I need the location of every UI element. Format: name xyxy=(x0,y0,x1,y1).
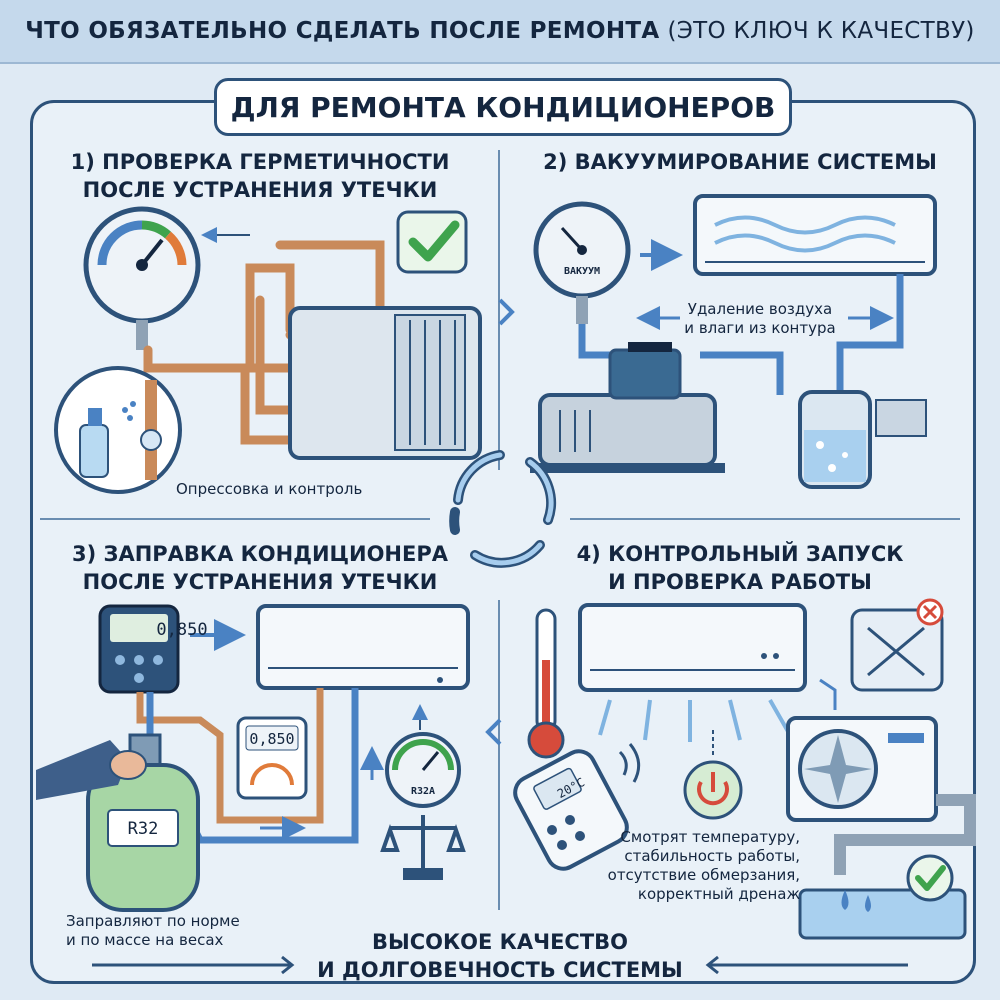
header-title-light: (ЭТО КЛЮЧ К КАЧЕСТВУ) xyxy=(667,18,975,44)
step2-title: 2) ВАКУУМИРОВАНИЕ СИСТЕМЫ xyxy=(520,148,960,176)
vertical-divider-top xyxy=(498,150,500,470)
step1-title: 1) ПРОВЕРКА ГЕРМЕТИЧНОСТИ ПОСЛЕ УСТРАНЕН… xyxy=(50,148,470,204)
step2-caption: Удаление воздуха и влаги из контура xyxy=(640,300,880,338)
outdoor-compressor-icon xyxy=(798,390,927,489)
power-icon xyxy=(683,730,743,820)
r32a-gauge-label: R32A xyxy=(411,786,435,797)
indoor-unit-step4-icon xyxy=(578,603,807,692)
drain-pipe xyxy=(834,794,976,875)
step4-caption-line2: стабильность работы, xyxy=(624,847,800,865)
step3-caption-line1: Заправляют по норме xyxy=(66,912,240,930)
cylinder-label: R32 xyxy=(128,819,159,839)
step3-title-line1: 3) ЗАПРАВКА КОНДИЦИОНЕРА xyxy=(72,542,448,566)
cold-air-flow xyxy=(598,699,792,742)
footer-arrow-right xyxy=(705,955,719,975)
step3-title: 3) ЗАПРАВКА КОНДИЦИОНЕРА ПОСЛЕ УСТРАНЕНИ… xyxy=(50,540,470,596)
cross-icon xyxy=(850,598,944,692)
banner-text: ДЛЯ РЕМОНТА КОНДИЦИОНЕРОВ xyxy=(230,90,776,124)
footer-line1: ВЫСОКОЕ КАЧЕСТВО xyxy=(371,930,629,954)
remote-control-icon xyxy=(513,743,641,871)
header-title-bold: ЧТО ОБЯЗАТЕЛЬНО СДЕЛАТЬ ПОСЛЕ РЕМОНТА xyxy=(25,18,660,44)
manifold-meter-icon xyxy=(98,604,180,694)
step2-caption-line1: Удаление воздуха xyxy=(687,300,833,318)
step3-title-line2: ПОСЛЕ УСТРАНЕНИЯ УТЕЧКИ xyxy=(82,570,438,594)
r32a-gauge-icon xyxy=(385,732,461,808)
footer-arrow-left xyxy=(281,955,295,975)
step2-caption-line2: и влаги из контура xyxy=(684,319,836,337)
divider-arrow-top xyxy=(498,298,515,326)
horizontal-divider-left xyxy=(40,518,430,520)
indoor-unit-step3-icon xyxy=(256,604,470,690)
step4-caption: Смотрят температуру, стабильность работы… xyxy=(560,828,800,904)
step1-title-line1: 1) ПРОВЕРКА ГЕРМЕТИЧНОСТИ xyxy=(70,150,450,174)
step4-title: 4) КОНТРОЛЬНЫЙ ЗАПУСК И ПРОВЕРКА РАБОТЫ xyxy=(540,540,940,596)
manifold-reading: 0,850 xyxy=(156,620,207,640)
step1-caption: Опрессовка и контроль xyxy=(176,480,363,498)
thermometer-icon xyxy=(527,608,565,759)
vacuum-gauge-label: ВАКУУМ xyxy=(564,266,600,277)
step4-caption-line1: Смотрят температуру, xyxy=(620,828,800,846)
compressor-unit-icon xyxy=(288,306,482,460)
vacuum-pump-icon xyxy=(530,342,725,473)
hand-icon xyxy=(36,740,147,800)
step2-title-line1: 2) ВАКУУМИРОВАНИЕ СИСТЕМЫ xyxy=(543,150,937,174)
leak-spray-inset xyxy=(54,366,182,494)
scale-meter-icon xyxy=(236,716,308,800)
step4-title-line2: И ПРОВЕРКА РАБОТЫ xyxy=(608,570,872,594)
step3-caption: Заправляют по норме и по массе на весах xyxy=(66,912,240,950)
scale-reading: 0,850 xyxy=(249,730,294,748)
cycle-arrows-fill xyxy=(455,452,554,566)
step3-caption-line2: и по массе на весах xyxy=(66,931,224,949)
section-banner: ДЛЯ РЕМОНТА КОНДИЦИОНЕРОВ xyxy=(214,78,792,136)
check-icon xyxy=(396,210,468,274)
step4-title-line1: 4) КОНТРОЛЬНЫЙ ЗАПУСК xyxy=(576,542,904,566)
step4-caption-line4: корректный дренаж xyxy=(637,885,800,903)
horizontal-divider-right xyxy=(570,518,960,520)
step4-caption-line3: отсутствие обмерзания, xyxy=(607,866,800,884)
page-header: ЧТО ОБЯЗАТЕЛЬНО СДЕЛАТЬ ПОСЛЕ РЕМОНТА (Э… xyxy=(0,0,1000,64)
balance-scale-icon xyxy=(380,815,466,880)
footer-text: ВЫСОКОЕ КАЧЕСТВО И ДОЛГОВЕЧНОСТЬ СИСТЕМЫ xyxy=(300,928,700,984)
vacuum-hoses xyxy=(578,274,904,395)
outdoor-unit-icon xyxy=(786,716,938,822)
vertical-divider-bottom xyxy=(498,600,500,910)
water-tray xyxy=(798,888,967,940)
vacuum-gauge-icon xyxy=(533,201,631,324)
pressure-gauge-icon xyxy=(83,206,201,350)
indoor-unit-icon xyxy=(693,194,937,276)
divider-arrow-bottom xyxy=(485,718,502,746)
check-icon-step4 xyxy=(906,854,954,902)
step1-title-line2: ПОСЛЕ УСТРАНЕНИЯ УТЕЧКИ xyxy=(82,178,438,202)
footer-line2: И ДОЛГОВЕЧНОСТЬ СИСТЕМЫ xyxy=(317,958,683,982)
step4-arrow-down xyxy=(819,678,837,710)
